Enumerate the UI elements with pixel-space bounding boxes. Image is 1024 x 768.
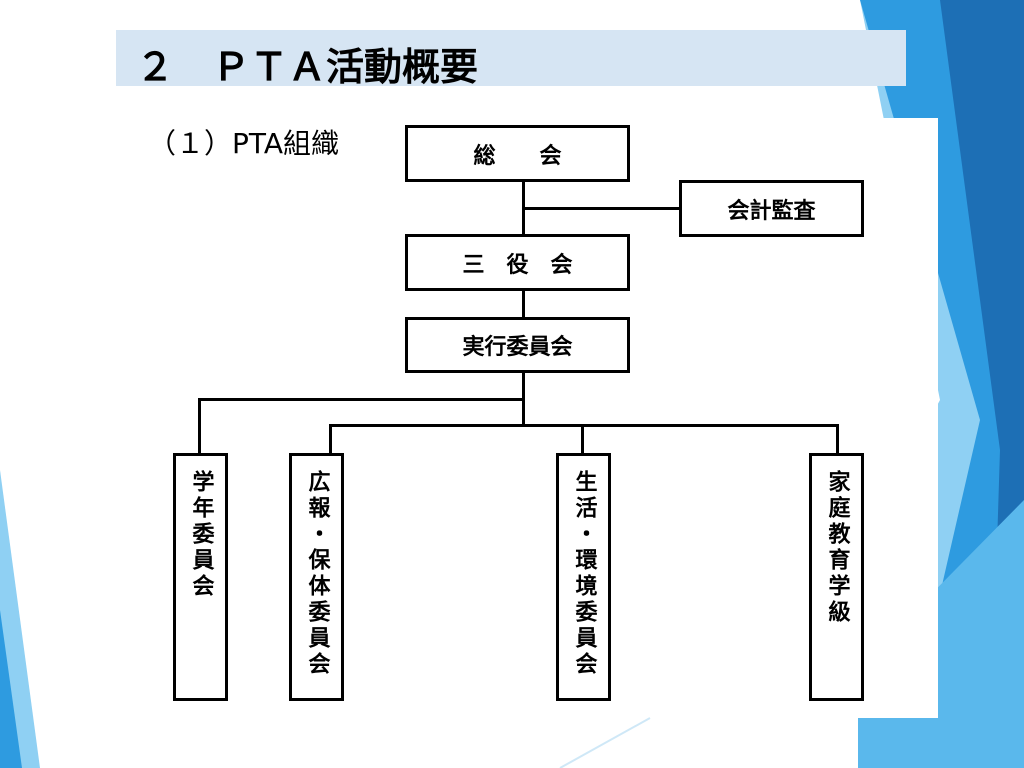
general-assembly-box: 総 会 [405, 125, 630, 182]
officers-label: 三 役 会 [462, 252, 573, 278]
connector-drop-4 [836, 424, 839, 454]
family-education-class-box: 家庭教育学級 [809, 453, 864, 701]
section-subtitle: （１）PTA組織 [148, 127, 339, 160]
family-education-class-label: 家庭教育学級 [824, 470, 850, 626]
title-bar: ２ ＰＴＡ活動概要 [116, 30, 906, 89]
connector-drop-3 [581, 424, 584, 454]
general-assembly-label: 総 会 [473, 143, 562, 169]
audit-box: 会計監査 [679, 180, 864, 237]
slide-title: ２ ＰＴＡ活動概要 [136, 45, 479, 89]
connector-left-branch [198, 398, 525, 401]
connector-drop-2 [329, 424, 332, 454]
pr-health-committee-label: 広報・保体委員会 [304, 470, 330, 678]
life-environment-committee-label: 生活・環境委員会 [571, 470, 597, 678]
connector-officers-exec [522, 290, 525, 318]
life-environment-committee-box: 生活・環境委員会 [556, 453, 611, 701]
executive-committee-box: 実行委員会 [405, 317, 630, 373]
connector-audit-branch [522, 207, 680, 210]
pr-health-committee-box: 広報・保体委員会 [289, 453, 344, 701]
officers-box: 三 役 会 [405, 234, 630, 291]
audit-label: 会計監査 [727, 198, 816, 224]
grade-committee-label: 学年委員会 [188, 470, 214, 600]
executive-committee-label: 実行委員会 [462, 335, 573, 360]
connector-main-bus [329, 424, 839, 427]
grade-committee-box: 学年委員会 [173, 453, 228, 701]
connector-left-drop [198, 398, 201, 454]
